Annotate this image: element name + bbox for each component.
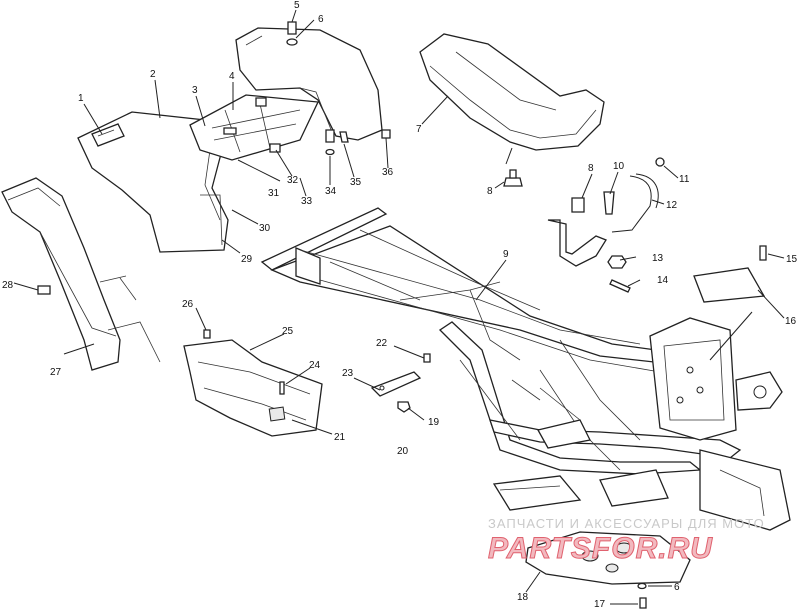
callout-4: 4: [229, 71, 235, 82]
callout-6: 6: [318, 14, 324, 25]
seat: [419, 33, 605, 151]
callout-6-lower: 6: [674, 582, 680, 593]
callout-19: 19: [428, 417, 440, 428]
callout-17: 17: [594, 599, 606, 610]
callout-13: 13: [652, 253, 664, 264]
callout-5: 5: [294, 0, 300, 11]
side-panel: [1, 177, 161, 371]
callout-26: 26: [182, 299, 194, 310]
rear-fender: [77, 27, 383, 253]
watermark: ЗАПЧАСТИ И АКСЕССУАРЫ ДЛЯ МОТО PARTSFOR.…: [488, 516, 765, 566]
callout-18: 18: [517, 592, 529, 603]
leader-lines: [13, 9, 785, 605]
callout-24: 24: [309, 360, 321, 371]
callout-31: 31: [268, 188, 280, 199]
callout-16: 16: [785, 316, 797, 327]
callout-12: 12: [666, 200, 678, 211]
watermark-logo: PARTSFOR.RU: [488, 532, 713, 565]
callout-11: 11: [679, 174, 690, 185]
skid-plate: [525, 531, 691, 585]
callout-8-upper: 8: [588, 163, 594, 174]
callout-22: 22: [376, 338, 388, 349]
callout-9: 9: [503, 249, 509, 260]
callout-36: 36: [382, 167, 394, 178]
callout-7: 7: [416, 124, 422, 135]
callout-8: 8: [487, 186, 493, 197]
callout-33: 33: [301, 196, 313, 207]
callout-25: 25: [282, 326, 294, 337]
callout-27: 27: [50, 367, 62, 378]
callout-15: 15: [786, 254, 798, 265]
callout-3: 3: [192, 85, 198, 96]
callout-23: 23: [342, 368, 354, 379]
callout-1: 1: [78, 93, 84, 104]
callout-2: 2: [150, 69, 156, 80]
callout-34: 34: [325, 186, 337, 197]
small-parts: [37, 21, 767, 609]
watermark-caption: ЗАПЧАСТИ И АКСЕССУАРЫ ДЛЯ МОТО: [488, 516, 765, 531]
callout-14: 14: [657, 275, 669, 286]
callout-32: 32: [287, 175, 299, 186]
callout-21: 21: [334, 432, 346, 443]
callout-10: 10: [613, 161, 625, 172]
callout-29: 29: [241, 254, 253, 265]
callout-35: 35: [350, 177, 362, 188]
callout-30: 30: [259, 223, 271, 234]
callout-28: 28: [2, 280, 14, 291]
footwell-panel: [183, 339, 323, 437]
main-frame: [260, 207, 791, 531]
callout-20: 20: [397, 446, 409, 457]
